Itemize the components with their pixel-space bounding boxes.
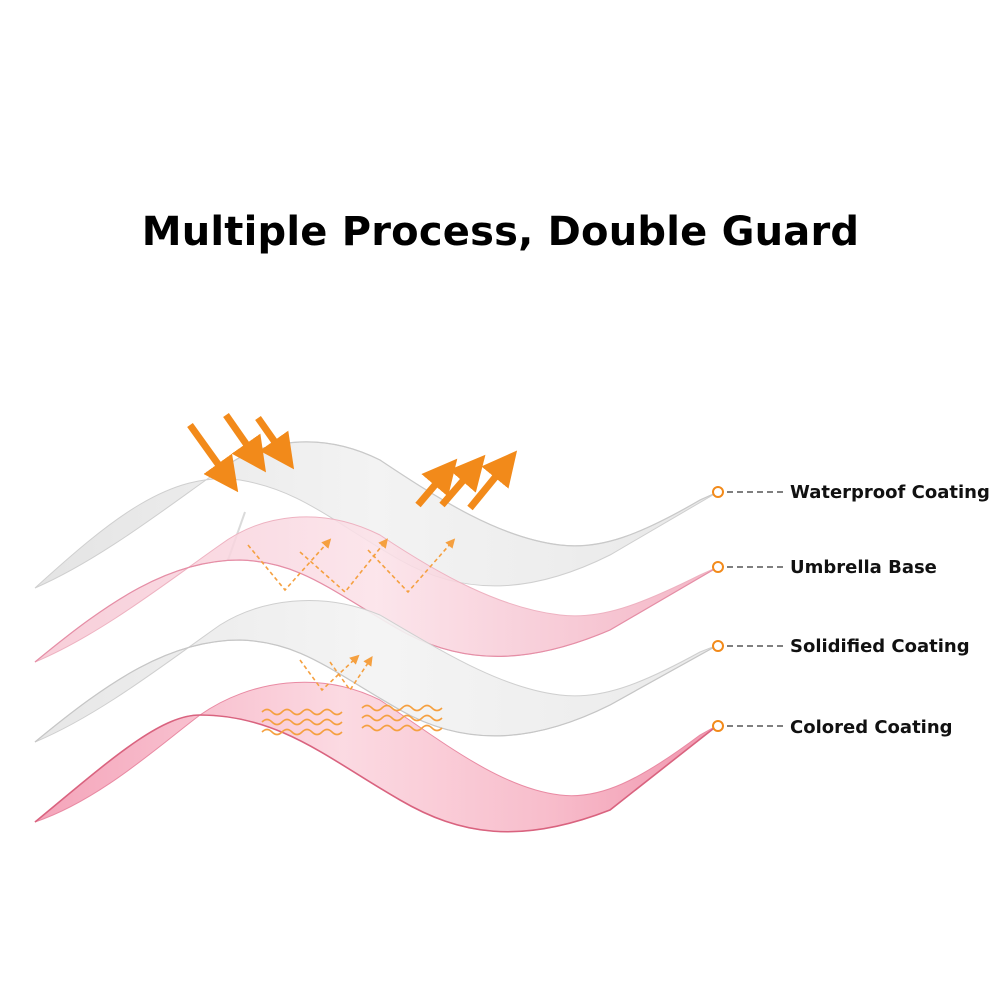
- repelled-water-arrows: [415, 450, 518, 511]
- reflection-zigzag-arrows: [247, 538, 456, 692]
- incoming-arrow-1: [187, 422, 239, 493]
- callout-dot: [712, 486, 724, 498]
- callout-dot: [712, 561, 724, 573]
- repelled-arrow-2: [439, 454, 486, 508]
- callout-dot: [712, 640, 724, 652]
- label-colored-coating: Colored Coating: [790, 717, 953, 738]
- incoming-arrow-2: [223, 412, 267, 473]
- heat-wave-lines: [261, 704, 443, 736]
- umbrella-base-layer: [34, 516, 719, 663]
- callout-waterproof-coating: Waterproof Coating: [712, 482, 990, 503]
- repelled-arrow-1: [415, 458, 458, 508]
- incoming-arrow-3: [255, 415, 295, 470]
- callout-solidified-coating: Solidified Coating: [712, 636, 970, 657]
- callout-umbrella-base: Umbrella Base: [712, 557, 937, 578]
- colored-coating-layer: [34, 681, 719, 833]
- page-title: Multiple Process, Double Guard: [141, 209, 860, 255]
- label-umbrella-base: Umbrella Base: [790, 557, 937, 578]
- callout-colored-coating: Colored Coating: [712, 717, 953, 738]
- incoming-water-arrows: [187, 412, 295, 493]
- repelled-arrow-3: [467, 450, 518, 511]
- label-solidified-coating: Solidified Coating: [790, 636, 970, 657]
- solidified-coating-layer: [34, 600, 719, 743]
- label-waterproof-coating: Waterproof Coating: [790, 482, 990, 503]
- callout-dot: [712, 720, 724, 732]
